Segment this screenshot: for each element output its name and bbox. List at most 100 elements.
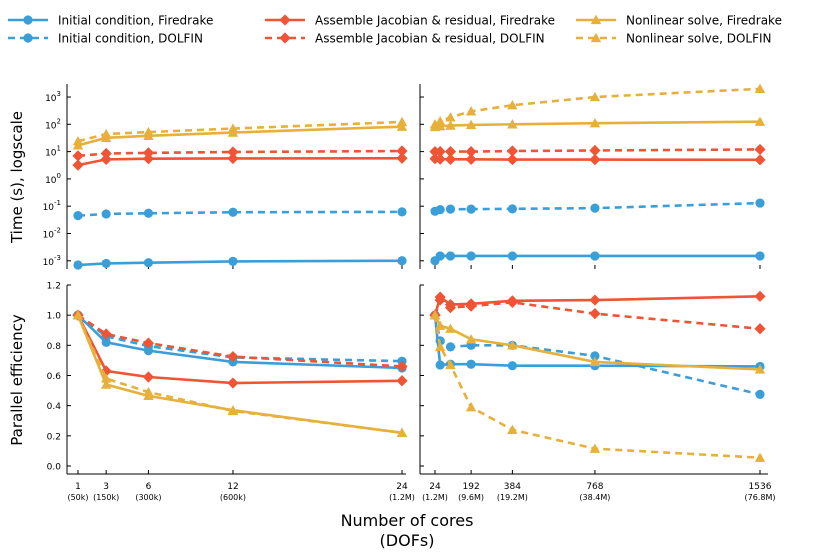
x-tick-sublabel: (150k) xyxy=(93,493,119,502)
data-point xyxy=(465,298,477,310)
data-point xyxy=(466,359,476,369)
series-nl_fd xyxy=(72,121,408,150)
data-point xyxy=(396,152,408,164)
data-point xyxy=(72,309,84,320)
data-point xyxy=(142,153,155,165)
data-point xyxy=(466,204,476,214)
data-point xyxy=(434,341,446,352)
legend-entry: Nonlinear solve, DOLFIN xyxy=(576,32,772,46)
data-point xyxy=(396,116,408,127)
series-asm_fd xyxy=(72,152,408,171)
series-line xyxy=(77,314,403,370)
data-point xyxy=(73,260,83,270)
data-point xyxy=(465,146,477,158)
x-tick-label: 12 xyxy=(227,482,238,492)
series-ic_df xyxy=(73,207,407,221)
data-point xyxy=(444,299,457,311)
data-point xyxy=(507,340,518,350)
data-point xyxy=(506,153,518,166)
data-point xyxy=(434,121,446,131)
y-tick-label: 0.4 xyxy=(47,402,62,412)
y-tick-exponent: 1 xyxy=(57,145,61,153)
series-nl_df xyxy=(429,309,766,462)
data-point xyxy=(754,143,766,156)
data-point xyxy=(589,294,601,306)
data-point xyxy=(754,83,766,93)
legend-entry: Assemble Jacobian & residual, Firedrake xyxy=(265,14,555,28)
data-point xyxy=(754,452,766,462)
data-point xyxy=(590,351,600,361)
y-tick-label: 0.8 xyxy=(47,342,62,352)
data-point xyxy=(754,323,766,335)
data-point xyxy=(445,359,456,370)
data-point xyxy=(143,258,154,268)
x-axis-label: Number of cores xyxy=(341,511,474,530)
x-tick-label: 384 xyxy=(504,482,521,492)
data-point xyxy=(100,328,112,340)
y-tick-label: 10-2 xyxy=(43,226,61,240)
data-point xyxy=(507,361,517,371)
data-point xyxy=(755,389,765,399)
series-line xyxy=(433,314,761,460)
x-tick-sublabel: (1.2M) xyxy=(389,493,415,502)
data-point xyxy=(507,251,517,261)
data-point xyxy=(100,153,112,165)
y-tick-exponent: 0 xyxy=(57,172,61,180)
data-point xyxy=(101,337,111,347)
data-point xyxy=(589,144,601,157)
y-tick-exponent: -2 xyxy=(54,226,61,234)
data-point xyxy=(445,251,456,261)
data-point xyxy=(72,150,84,162)
data-point xyxy=(100,365,112,377)
data-point xyxy=(434,320,446,330)
data-point xyxy=(397,207,407,217)
legend-label: Assemble Jacobian & residual, Firedrake xyxy=(315,14,555,28)
data-point xyxy=(445,323,456,333)
series-ic_fd xyxy=(430,251,765,266)
series-asm_fd xyxy=(429,153,766,166)
data-point xyxy=(589,91,601,102)
data-point xyxy=(754,154,766,166)
data-point xyxy=(435,205,445,215)
data-point xyxy=(100,379,112,389)
x-tick-label: 6 xyxy=(146,482,152,492)
data-point xyxy=(143,390,154,401)
series-line xyxy=(77,210,403,217)
data-point xyxy=(754,290,766,302)
y-tick-exponent: 3 xyxy=(57,90,61,98)
data-point xyxy=(143,208,154,218)
legend-marker xyxy=(590,14,602,25)
series-nl_fd xyxy=(429,116,766,132)
legend-marker xyxy=(23,15,33,25)
series-asm_df xyxy=(72,145,408,162)
data-point xyxy=(435,360,445,370)
data-point xyxy=(142,371,155,383)
data-point xyxy=(396,360,408,373)
data-point xyxy=(445,120,456,130)
panel-efficiency-left: 0.00.20.40.60.81.01.21(50k)3(150k)6(300k… xyxy=(47,282,415,503)
data-point xyxy=(429,309,441,320)
y-tick-label: 100 xyxy=(45,172,61,186)
data-point xyxy=(507,204,517,214)
data-point xyxy=(589,443,601,453)
legend-marker xyxy=(23,33,33,43)
y-tick-label: 103 xyxy=(45,90,61,104)
legend-label: Initial condition, Firedrake xyxy=(58,14,213,28)
data-point xyxy=(227,351,239,363)
data-point xyxy=(142,337,155,349)
data-point xyxy=(72,159,84,171)
series-line xyxy=(77,259,403,267)
legend-entry: Initial condition, Firedrake xyxy=(8,14,213,28)
series-line xyxy=(77,156,403,167)
data-point xyxy=(434,116,446,126)
data-point xyxy=(755,251,765,261)
legend-label: Nonlinear solve, DOLFIN xyxy=(626,32,772,46)
data-point xyxy=(396,427,408,437)
data-point xyxy=(143,130,154,140)
x-tick-label: 1536 xyxy=(749,482,772,492)
data-point xyxy=(142,147,155,159)
y-tick-exponent: 2 xyxy=(57,117,61,125)
y-tick-label: 101 xyxy=(45,145,61,159)
data-point xyxy=(228,256,238,266)
